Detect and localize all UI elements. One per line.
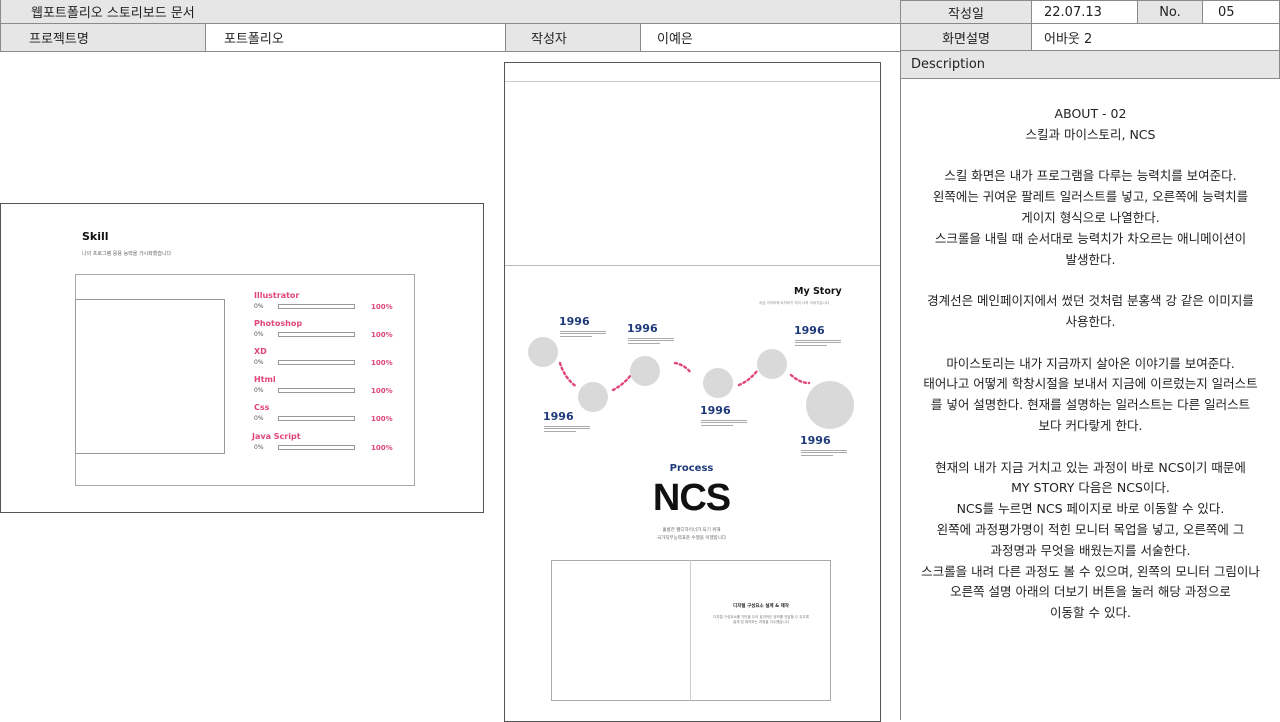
story-illustration-2: [578, 382, 608, 412]
skill-gauge-photoshop: [278, 332, 355, 337]
skill-start-javascript: 0%: [254, 444, 264, 451]
process-label: Process: [669, 463, 714, 474]
skill-end-css: 100%: [371, 415, 393, 423]
author-label-cell: 작성자: [505, 23, 641, 52]
story-illustration-3: [630, 356, 660, 386]
project-value: 포트폴리오: [224, 32, 284, 47]
story-illustration-current: [806, 381, 854, 429]
project-label: 프로젝트명: [29, 32, 89, 47]
doc-title-cell: 웹포트폴리오 스토리보드 문서: [0, 0, 901, 24]
description-label: Description: [911, 57, 986, 72]
skill-start-photoshop: 0%: [254, 331, 264, 338]
ncs-card-divider: [690, 560, 691, 701]
skill-end-javascript: 100%: [371, 444, 393, 452]
ncs-title[interactable]: NCS: [652, 477, 731, 519]
top-divider: [505, 81, 880, 82]
skill-subtitle: 나의 프로그램 응용 능력을 가시화했습니다: [82, 251, 172, 257]
section-divider: [505, 265, 880, 266]
story-year-4: 1996: [700, 404, 731, 417]
skill-start-html: 0%: [254, 387, 264, 394]
no-value-cell: 05: [1202, 0, 1280, 24]
date-value: 22.07.13: [1044, 4, 1102, 20]
story-year-5-text: [795, 338, 841, 347]
description-text: ABOUT - 02 스킬과 마이스토리, NCS 스킬 화면은 내가 프로그램…: [921, 106, 1260, 621]
description-panel: [900, 78, 1280, 720]
ncs-course-desc: 디지털 구성요소를 기반을 두어 효과적인 정보를 전달할 수 있도록 설계 및…: [713, 615, 809, 624]
story-year-6: 1996: [800, 434, 831, 447]
skill-name-html: Html: [254, 375, 276, 384]
description-label-cell: Description: [900, 50, 1280, 79]
skill-end-html: 100%: [371, 387, 393, 395]
palette-illustration-placeholder: [75, 299, 225, 454]
ncs-course-title: 디지털 구성요소 설계 & 제작: [733, 604, 789, 609]
date-value-cell: 22.07.13: [1031, 0, 1138, 24]
screen-label-cell: 화면설명: [900, 23, 1032, 51]
skill-start-xd: 0%: [254, 359, 264, 366]
story-year-2: 1996: [543, 410, 574, 423]
story-year-6-text: [801, 448, 847, 457]
skill-gauge-illustrator: [278, 304, 355, 309]
skill-end-xd: 100%: [371, 359, 393, 367]
skill-gauge-javascript: [278, 445, 355, 450]
story-year-5: 1996: [794, 324, 825, 337]
story-year-3: 1996: [627, 322, 658, 335]
skill-start-css: 0%: [254, 415, 264, 422]
date-label-cell: 작성일: [900, 0, 1032, 24]
skill-gauge-css: [278, 416, 355, 421]
skill-name-illustrator: Illustrator: [254, 291, 300, 300]
skill-end-illustrator: 100%: [371, 303, 393, 311]
story-year-2-text: [544, 424, 590, 433]
story-title: My Story: [794, 286, 842, 297]
story-mockup: My Story 지금 이자리에 도착하기 까지 나의 이야기입니다 1996 …: [504, 62, 881, 722]
screen-value: 어바웃 2: [1044, 31, 1093, 47]
skill-name-xd: XD: [254, 347, 267, 356]
screen-label: 화면설명: [942, 31, 990, 47]
story-illustration-1: [528, 337, 558, 367]
doc-title: 웹포트폴리오 스토리보드 문서: [31, 6, 195, 21]
story-year-1: 1996: [559, 315, 590, 328]
story-year-4-text: [701, 418, 747, 427]
skill-name-photoshop: Photoshop: [254, 319, 303, 328]
ncs-course-card: [551, 560, 831, 701]
skill-name-css: Css: [254, 403, 270, 412]
no-label: No.: [1159, 4, 1181, 20]
story-year-1-text: [560, 329, 606, 338]
project-label-cell: 프로젝트명: [0, 23, 206, 52]
story-path: [558, 361, 811, 392]
no-label-cell: No.: [1137, 0, 1203, 24]
skill-mockup: Skill 나의 프로그램 응용 능력을 가시화했습니다 Illustrator…: [0, 203, 484, 513]
author-label: 작성자: [531, 32, 567, 47]
skill-end-photoshop: 100%: [371, 331, 393, 339]
skill-name-javascript: Java Script: [252, 432, 301, 441]
story-illustration-4: [703, 368, 733, 398]
story-illustration-5: [757, 349, 787, 379]
skill-gauge-xd: [278, 360, 355, 365]
project-value-cell: 포트폴리오: [205, 23, 506, 52]
date-label: 작성일: [948, 6, 984, 22]
ncs-subtitle-1: 훌륭한 웹디자이너가 되기 위해: [662, 528, 721, 533]
skill-gauge-html: [278, 388, 355, 393]
screen-value-cell: 어바웃 2: [1031, 23, 1280, 51]
author-value-cell: 이예은: [640, 23, 901, 52]
story-subtitle: 지금 이자리에 도착하기 까지 나의 이야기입니다: [759, 301, 829, 305]
no-value: 05: [1218, 4, 1235, 20]
skill-start-illustrator: 0%: [254, 303, 264, 310]
ncs-subtitle-2: 국가직무능력표준 수행을 이행합니다: [656, 536, 727, 541]
skill-title: Skill: [82, 230, 109, 243]
author-value: 이예은: [657, 32, 693, 47]
monitor-mockup-placeholder[interactable]: [552, 561, 690, 700]
story-year-3-text: [628, 336, 674, 345]
